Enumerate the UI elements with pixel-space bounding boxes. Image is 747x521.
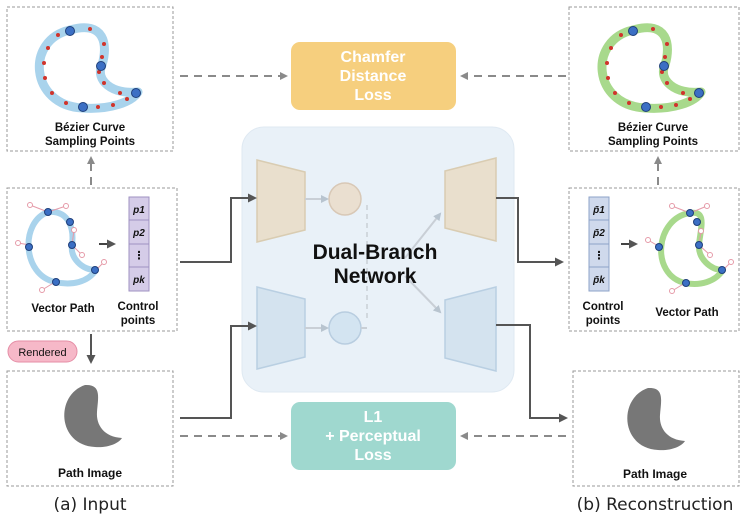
svg-text:Loss: Loss: [354, 447, 391, 464]
decoder-top: [444, 157, 497, 242]
flow-arrows: [86, 193, 568, 423]
encoder-top: [256, 159, 306, 243]
svg-text:Distance: Distance: [340, 68, 407, 85]
recon-bezier-label-1: Bézier Curve: [618, 122, 688, 134]
recon-control-label-2: points: [586, 315, 621, 327]
svg-text:Loss: Loss: [354, 87, 391, 104]
network-label-line1: Dual-Branch: [313, 241, 438, 264]
input-bezier-box: Bézier Curve Sampling Points: [6, 6, 174, 152]
dual-branch-network: Dual-Branch Network: [241, 126, 515, 393]
input-control-cell-2: p2: [132, 228, 145, 239]
recon-path-image-label: Path Image: [623, 467, 687, 481]
svg-text:+ Perceptual: + Perceptual: [325, 428, 421, 445]
recon-crescent-image: [627, 387, 685, 451]
input-control-label-1: Control: [118, 301, 159, 313]
recon-path-image-box: Path Image: [572, 370, 740, 487]
recon-control-label-1: Control: [583, 301, 624, 313]
recon-vector-control-dots: [655, 209, 726, 287]
recon-bezier-box: Bézier Curve Sampling Points: [568, 6, 740, 152]
recon-vector-path-label: Vector Path: [655, 307, 718, 319]
recon-vector-box: p̄1 p̄2 ⋮ p̄k Control points Vector Path: [568, 187, 740, 332]
input-control-dots: [65, 26, 141, 112]
network-label-line2: Network: [334, 265, 417, 288]
input-control-cell-4: pk: [132, 275, 145, 286]
svg-text:Chamfer: Chamfer: [341, 49, 406, 66]
input-sample-dots: [42, 27, 129, 109]
input-vector-box: p1 p2 ⋮ pk Vector Path Control points: [6, 187, 178, 332]
latent-top: [328, 182, 362, 216]
input-caption: (a) Input: [53, 495, 126, 515]
input-control-cell-3: ⋮: [134, 250, 145, 262]
l1-perceptual-loss-box: L1 + Perceptual Loss: [291, 402, 456, 470]
recon-control-cell-1: p̄1: [592, 205, 605, 216]
recon-sample-dots: [605, 27, 692, 109]
input-vector-path-label: Vector Path: [31, 303, 94, 315]
recon-control-cell-4: p̄k: [592, 275, 605, 286]
chamfer-loss-box: Chamfer Distance Loss: [291, 42, 456, 110]
decoder-bottom: [444, 286, 497, 372]
input-control-cell-1: p1: [132, 205, 145, 216]
input-control-label-2: points: [121, 315, 156, 327]
input-bezier-label-2: Sampling Points: [45, 136, 135, 148]
svg-text:Rendered: Rendered: [18, 347, 66, 359]
recon-caption: (b) Reconstruction: [577, 495, 734, 515]
recon-control-cell-3: ⋮: [594, 250, 605, 262]
input-crescent-image: [64, 384, 122, 448]
input-path-image-label: Path Image: [58, 466, 122, 480]
loss-arrows: [87, 72, 662, 440]
encoder-bottom: [256, 286, 306, 370]
latent-bottom: [328, 311, 362, 345]
recon-control-dots: [628, 26, 704, 112]
input-vector-control-dots: [25, 208, 99, 286]
recon-control-cell-2: p̄2: [592, 228, 605, 239]
input-bezier-label-1: Bézier Curve: [55, 122, 125, 134]
rendered-badge: Rendered: [7, 340, 78, 363]
recon-bezier-label-2: Sampling Points: [608, 136, 698, 148]
input-path-image-box: Path Image: [6, 370, 174, 487]
svg-text:L1: L1: [364, 409, 383, 426]
